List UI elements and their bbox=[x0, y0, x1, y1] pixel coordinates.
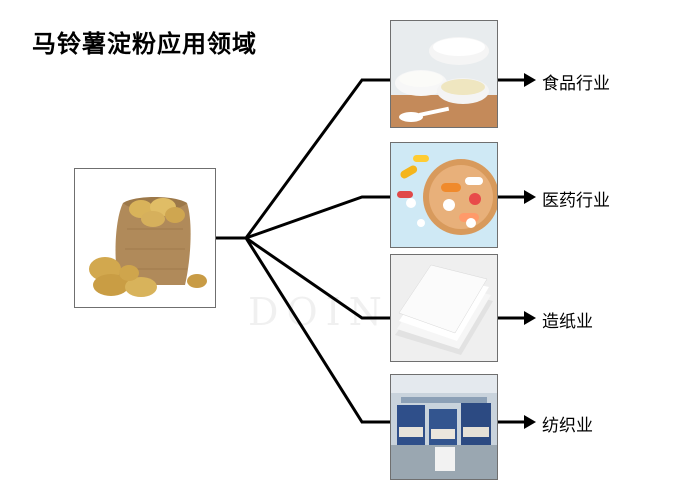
connector-branch-paper bbox=[244, 236, 392, 320]
arrowhead-textile bbox=[524, 415, 536, 429]
connector-branch-food bbox=[244, 78, 392, 240]
connector-branch-medicine bbox=[244, 195, 392, 240]
potato-sack-image bbox=[74, 168, 216, 308]
label-paper-industry: 造纸业 bbox=[542, 312, 593, 332]
label-medicine-industry: 医药行业 bbox=[542, 191, 610, 211]
medicine-pills-image bbox=[390, 142, 498, 248]
food-starch-image bbox=[390, 20, 498, 128]
label-textile-industry: 纺织业 bbox=[542, 416, 593, 436]
arrowhead-medicine bbox=[524, 190, 536, 204]
arrowhead-food bbox=[524, 73, 536, 87]
arrowhead-paper bbox=[524, 311, 536, 325]
connector-branch-textile bbox=[244, 236, 392, 424]
paper-stack-image bbox=[390, 254, 498, 362]
page-title: 马铃薯淀粉应用领域 bbox=[32, 30, 257, 58]
textile-factory-image bbox=[390, 374, 498, 480]
label-food-industry: 食品行业 bbox=[542, 74, 610, 94]
